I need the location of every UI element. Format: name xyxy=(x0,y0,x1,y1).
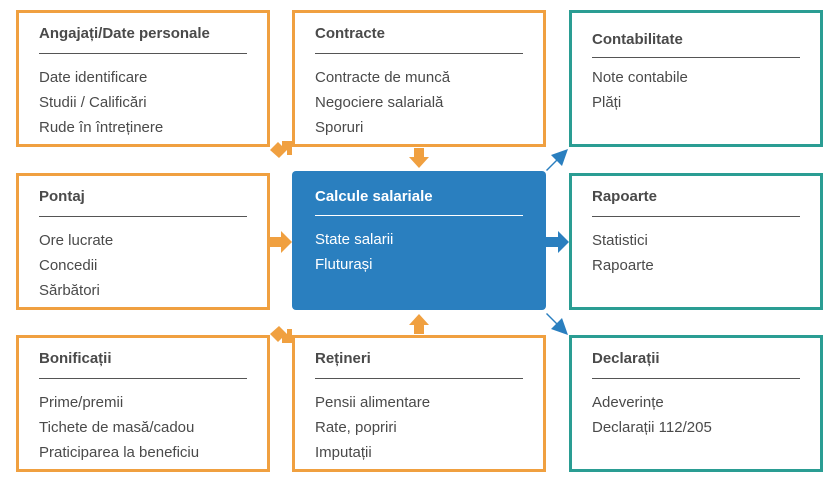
list-item: Pensii alimentare xyxy=(315,394,431,411)
list-item: Sărbători xyxy=(39,282,100,299)
box-title: Contracte xyxy=(315,25,386,42)
divider xyxy=(592,57,800,58)
list-item: Tichete de masă/cadou xyxy=(39,419,195,436)
list-item: Fluturași xyxy=(315,256,373,273)
list-item: Date identificare xyxy=(39,69,148,86)
divider xyxy=(315,378,523,379)
divider xyxy=(315,215,523,216)
box-rapoarte: Rapoarte Statistici Rapoarte xyxy=(569,173,823,310)
divider xyxy=(39,378,247,379)
box-items: Contracte de muncă Negociere salarială S… xyxy=(315,65,450,140)
box-title: Contabilitate xyxy=(592,31,683,48)
divider xyxy=(315,53,523,54)
box-title: Declarații xyxy=(592,350,660,367)
arrow-calcule-to-rapoarte xyxy=(546,231,569,253)
list-item: Praticiparea la beneficiu xyxy=(39,444,200,461)
list-item: Note contabile xyxy=(592,69,688,86)
list-item: Ore lucrate xyxy=(39,232,114,249)
arrow-retineri-to-calcule xyxy=(409,314,429,334)
box-calcule-salariale: Calcule salariale State salarii Fluturaș… xyxy=(292,171,546,310)
box-items: Date identificare Studii / Calificări Ru… xyxy=(39,65,163,140)
divider xyxy=(39,216,247,217)
box-items: Adeverințe Declarații 112/205 xyxy=(592,390,712,440)
box-contabilitate: Contabilitate Note contabile Plăți xyxy=(569,10,823,147)
box-title: Rețineri xyxy=(315,350,371,367)
box-items: Prime/premii Tichete de masă/cadou Prati… xyxy=(39,390,199,465)
box-items: Ore lucrate Concedii Sărbători xyxy=(39,228,113,303)
box-retineri: Rețineri Pensii alimentare Rate, popriri… xyxy=(292,335,546,472)
list-item: Rude în întreținere xyxy=(39,119,164,136)
arrow-calcule-to-contabilitate xyxy=(546,149,568,171)
divider xyxy=(592,378,800,379)
box-pontaj: Pontaj Ore lucrate Concedii Sărbători xyxy=(16,173,270,310)
list-item: Plăți xyxy=(592,94,622,111)
arrow-bonificatii-to-calcule xyxy=(270,326,292,343)
box-bonificatii: Bonificații Prime/premii Tichete de masă… xyxy=(16,335,270,472)
box-title: Angajați/Date personale xyxy=(39,25,210,42)
box-title: Bonificații xyxy=(39,350,112,367)
list-item: Adeverințe xyxy=(592,394,664,411)
divider xyxy=(39,53,247,54)
list-item: Studii / Calificări xyxy=(39,94,147,111)
box-items: Pensii alimentare Rate, popriri Imputați… xyxy=(315,390,430,465)
list-item: Rapoarte xyxy=(592,257,654,274)
box-title: Rapoarte xyxy=(592,188,658,205)
list-item: Declarații 112/205 xyxy=(592,419,712,436)
box-items: Note contabile Plăți xyxy=(592,65,688,115)
box-contracte: Contracte Contracte de muncă Negociere s… xyxy=(292,10,546,147)
list-item: Imputații xyxy=(315,444,372,461)
box-items: State salarii Fluturași xyxy=(315,227,393,277)
list-item: Concedii xyxy=(39,257,98,274)
list-item: Contracte de muncă xyxy=(315,69,451,86)
list-item: Negociere salarială xyxy=(315,94,444,111)
box-title: Pontaj xyxy=(39,188,85,205)
list-item: Rate, popriri xyxy=(315,419,397,436)
list-item: Prime/premii xyxy=(39,394,124,411)
box-angajati: Angajați/Date personale Date identificar… xyxy=(16,10,270,147)
list-item: State salarii xyxy=(315,231,394,248)
arrow-contracte-to-calcule xyxy=(409,148,429,168)
divider xyxy=(592,216,800,217)
arrow-pontaj-to-calcule xyxy=(268,231,292,253)
box-title: Calcule salariale xyxy=(315,188,433,205)
arrow-calcule-to-declaratii xyxy=(546,313,568,335)
arrow-angajati-to-calcule xyxy=(270,141,292,158)
box-declaratii: Declarații Adeverințe Declarații 112/205 xyxy=(569,335,823,472)
list-item: Statistici xyxy=(592,232,648,249)
list-item: Sporuri xyxy=(315,119,364,136)
box-items: Statistici Rapoarte xyxy=(592,228,654,278)
